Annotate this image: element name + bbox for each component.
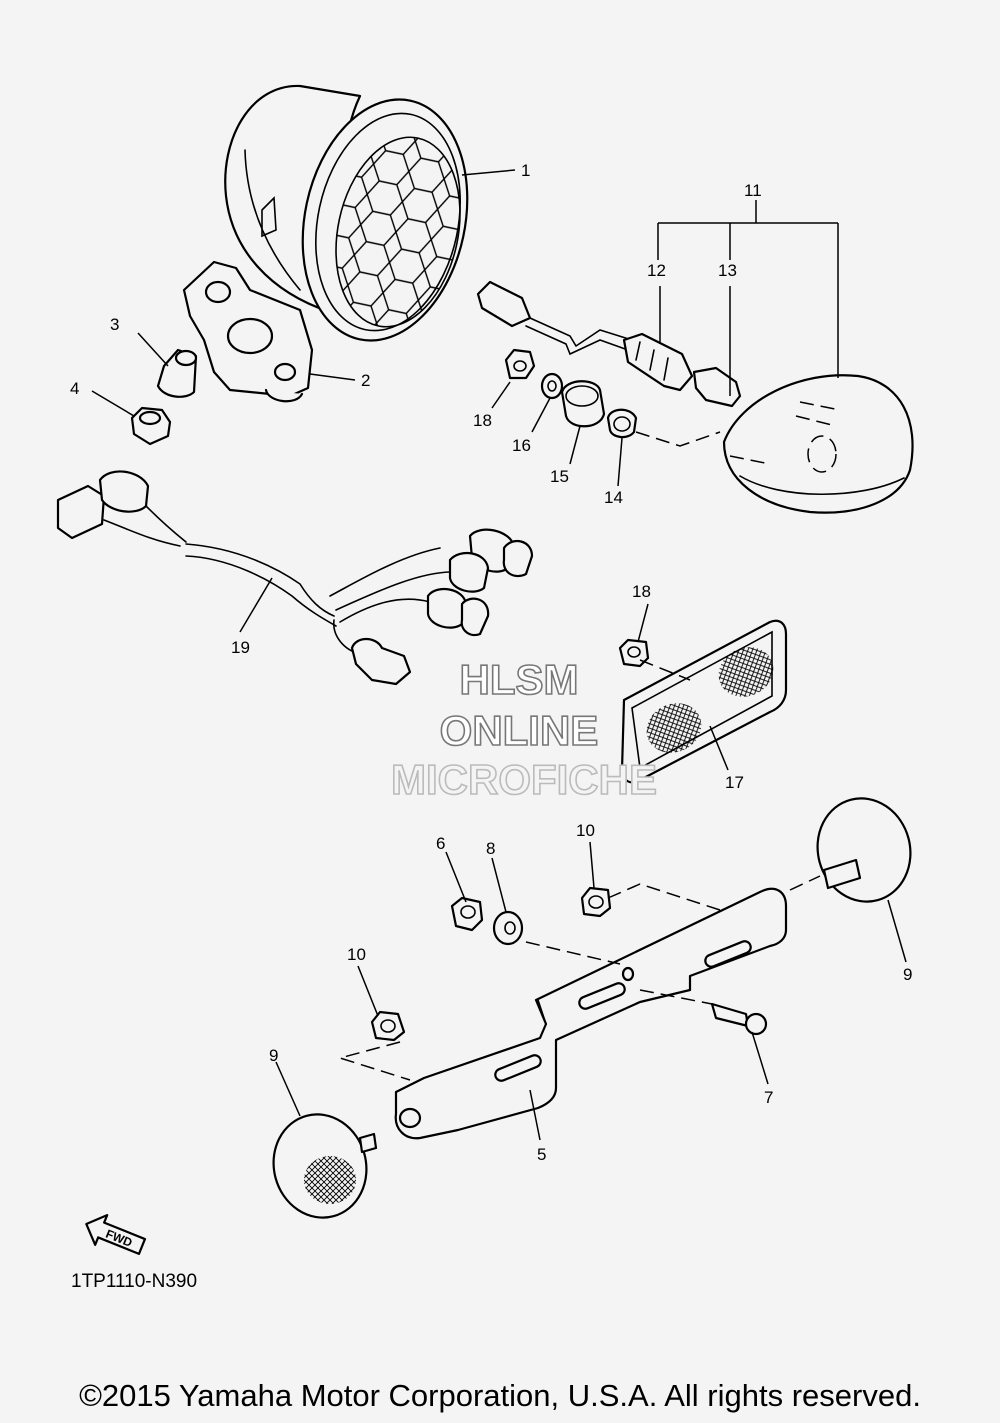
license-light-left (272, 1113, 378, 1219)
callout-1: 1 (521, 161, 530, 180)
nut (130, 406, 172, 446)
callout-9-right: 9 (903, 965, 912, 984)
collar-14 (606, 408, 638, 439)
nut-10-lower (370, 1010, 406, 1042)
assembly-lines (337, 431, 821, 1081)
diagram-code: 1TP1110-N390 (71, 1271, 197, 1292)
collar (156, 348, 198, 398)
callout-7: 7 (764, 1088, 773, 1107)
reflector (620, 619, 788, 784)
watermark-line2: ONLINE (440, 707, 599, 754)
callout-15: 15 (550, 467, 569, 486)
nut-18-reflector (618, 638, 650, 668)
callout-18-top: 18 (473, 411, 492, 430)
washer-8 (492, 910, 524, 946)
callout-3: 3 (110, 315, 119, 334)
copyright-notice: ©2015 Yamaha Motor Corporation, U.S.A. A… (79, 1378, 921, 1413)
lens-housing (722, 374, 914, 514)
callout-2: 2 (361, 371, 370, 390)
callout-11: 11 (744, 181, 762, 200)
callout-19: 19 (231, 638, 250, 657)
watermark: HLSM ONLINE MICROFICHE (390, 655, 658, 804)
leader-lines (91, 169, 907, 1141)
callout-5: 5 (537, 1145, 546, 1164)
callout-labels: 1 2 3 4 5 6 7 8 9 9 10 10 11 12 13 14 15… (70, 161, 912, 1164)
callout-4: 4 (70, 379, 79, 398)
callout-17: 17 (725, 773, 744, 792)
callout-8: 8 (486, 839, 495, 858)
callout-12: 12 (647, 261, 666, 280)
grommet (560, 380, 606, 428)
callout-10-upper: 10 (576, 821, 595, 840)
callout-10-lower: 10 (347, 945, 366, 964)
nut-6 (450, 896, 484, 932)
license-plate-bracket (394, 887, 788, 1140)
callout-13: 13 (718, 261, 737, 280)
watermark-line1: HLSM (460, 656, 579, 703)
callout-6: 6 (436, 834, 445, 853)
bolt-7 (710, 1002, 768, 1036)
fwd-arrow-icon: FWD (85, 1214, 147, 1256)
wire-harness (56, 470, 534, 686)
washer-16 (540, 372, 564, 400)
socket-cord-assembly (476, 280, 742, 408)
callout-16: 16 (512, 436, 531, 455)
callout-14: 14 (604, 488, 623, 507)
tail-light-bracket (182, 260, 314, 403)
watermark-line3: MICROFICHE (391, 756, 657, 803)
callout-9-left: 9 (269, 1046, 278, 1065)
callout-18-reflector: 18 (632, 582, 651, 601)
nut-10-upper (580, 886, 612, 918)
tail-light-assembly (224, 84, 469, 342)
license-light-right (816, 797, 912, 903)
nut-18-top (504, 348, 536, 380)
